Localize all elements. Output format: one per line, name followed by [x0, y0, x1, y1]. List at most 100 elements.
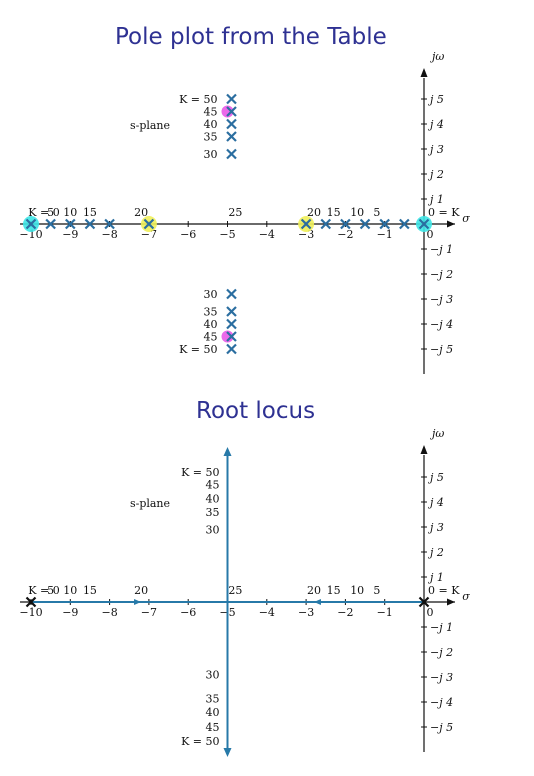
closed-loop-pole-marker [418, 218, 430, 230]
gain-label-left: 20 [134, 206, 148, 219]
gain-label-upper: 45 [204, 106, 218, 119]
locus-direction-arrow [313, 599, 321, 605]
closed-loop-pole-marker [320, 218, 332, 230]
closed-loop-pole-marker [45, 218, 56, 230]
gain-label-upper: 45 [206, 479, 220, 492]
gain-label-upper: 35 [206, 506, 220, 519]
gain-label-upper: 30 [204, 148, 218, 161]
k-zero-left-label: K = 0 [28, 584, 59, 597]
j-tick-label: −j 4 [430, 318, 453, 331]
x-tick-label: −4 [259, 606, 275, 619]
real-axis-arrow [447, 220, 455, 228]
gain-label-right: 5 [373, 584, 380, 597]
j-tick-label: j 3 [427, 521, 444, 534]
gain-label-left: 5 [47, 584, 54, 597]
j-tick-label: j 2 [427, 546, 444, 559]
sigma-label: σ [462, 590, 470, 603]
closed-loop-pole-marker [226, 318, 237, 330]
j-tick-label: −j 1 [430, 243, 453, 256]
gain-label-lower: 40 [206, 706, 220, 719]
title-pole-plot: Pole plot from the Table [115, 24, 387, 50]
x-tick-label: −10 [19, 228, 42, 241]
x-tick-label: −8 [101, 228, 117, 241]
x-tick-label: −6 [180, 228, 196, 241]
x-tick-label: −9 [62, 606, 78, 619]
gain-label-right: 10 [350, 206, 364, 219]
locus-arrow-up [223, 447, 232, 456]
closed-loop-pole-marker [359, 218, 371, 230]
gain-label-left: 20 [134, 584, 148, 597]
x-tick-label: 0 [427, 228, 434, 241]
closed-loop-pole-marker [379, 218, 390, 230]
x-tick-label: −5 [219, 228, 235, 241]
imag-axis-arrow [420, 445, 428, 454]
jw-label: jω [429, 427, 444, 440]
title-root-locus: Root locus [196, 398, 316, 424]
s-plane-label: s-plane [130, 497, 170, 510]
closed-loop-pole-marker [340, 218, 351, 230]
j-tick-label: −j 3 [430, 293, 453, 306]
x-tick-label: −8 [101, 606, 117, 619]
closed-loop-pole-marker [65, 218, 76, 230]
x-tick-label: −3 [298, 606, 314, 619]
root-locus-panel: σjω−10−9−8−7−6−5−4−3−2−10j 1j 2j 3j 4j 5… [19, 427, 470, 757]
sigma-label: σ [462, 212, 470, 225]
j-tick-label: −j 2 [430, 268, 453, 281]
j-tick-label: j 5 [427, 471, 444, 484]
gain-label-right: 20 [307, 206, 321, 219]
j-tick-label: −j 5 [430, 721, 453, 734]
x-tick-label: −4 [259, 228, 275, 241]
gain-label-lower: K = 50 [181, 735, 219, 748]
closed-loop-pole-marker [104, 218, 115, 230]
gain-label-upper: 40 [206, 492, 220, 505]
gain-label-upper: 30 [206, 524, 220, 537]
k-zero-right-label: 0 = K [428, 584, 460, 597]
gain-label-right: 20 [307, 584, 321, 597]
j-tick-label: −j 2 [430, 646, 453, 659]
closed-loop-pole-marker [226, 306, 237, 317]
x-tick-label: −9 [62, 228, 78, 241]
gain-label-left: 10 [63, 206, 77, 219]
j-tick-label: j 5 [427, 93, 444, 106]
closed-loop-pole-marker [143, 218, 155, 230]
jw-label: jω [429, 50, 444, 63]
closed-loop-pole-marker [226, 131, 237, 142]
s-plane-label: s-plane [130, 119, 170, 132]
j-tick-label: −j 3 [430, 671, 453, 684]
x-tick-label: −6 [180, 606, 196, 619]
j-tick-label: −j 1 [430, 621, 453, 634]
j-tick-label: j 4 [427, 496, 444, 509]
x-tick-label: −1 [377, 606, 393, 619]
gain-label-left: 15 [83, 206, 97, 219]
x-tick-label: −3 [298, 228, 314, 241]
pole-highlight [221, 105, 234, 118]
x-tick-label: −1 [377, 228, 393, 241]
j-tick-label: j 1 [427, 193, 444, 206]
gain-label-left: 5 [47, 206, 54, 219]
gain-label-center: 25 [228, 584, 242, 597]
gain-label-right: 15 [327, 584, 341, 597]
k-zero-left-label: K = 0 [28, 206, 59, 219]
x-tick-label: −7 [141, 228, 157, 241]
closed-loop-pole-marker [226, 288, 237, 300]
closed-loop-pole-marker [226, 331, 237, 342]
pole-highlight [221, 330, 234, 343]
x-tick-label: −10 [19, 606, 42, 619]
closed-loop-pole-marker [84, 218, 96, 230]
locus-arrow-down [223, 748, 232, 757]
gain-label-lower: 45 [206, 721, 220, 734]
closed-loop-pole-marker [399, 218, 410, 230]
gain-label-lower: 30 [204, 288, 218, 301]
open-loop-pole-marker [25, 596, 37, 608]
j-tick-label: j 1 [427, 571, 444, 584]
gain-label-upper: 35 [204, 131, 218, 144]
gain-label-center: 25 [228, 206, 242, 219]
x-tick-label: −2 [337, 228, 353, 241]
x-tick-label: −7 [141, 606, 157, 619]
k-zero-right-label: 0 = K [428, 206, 460, 219]
j-tick-label: j 4 [427, 118, 444, 131]
gain-label-lower: 30 [206, 669, 220, 682]
gain-label-lower: 40 [204, 318, 218, 331]
